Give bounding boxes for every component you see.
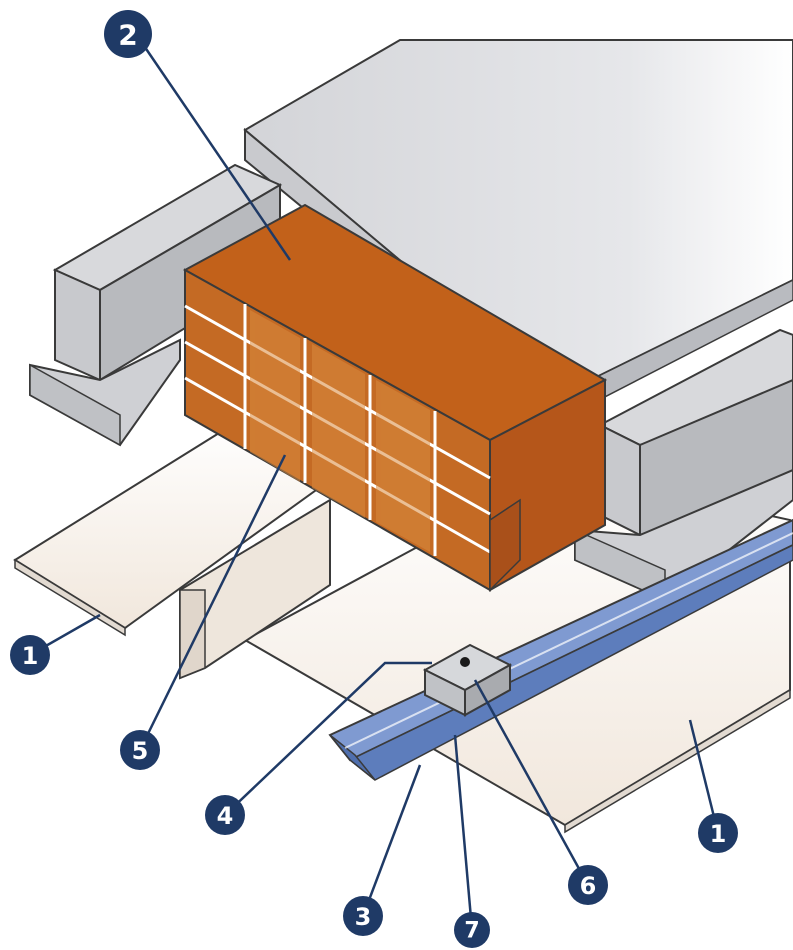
svg-text:3: 3 <box>355 903 372 931</box>
leader-lines <box>29 36 720 931</box>
svg-text:1: 1 <box>22 642 39 670</box>
svg-text:7: 7 <box>464 919 479 944</box>
svg-text:6: 6 <box>580 872 597 900</box>
callout-3: 3 <box>343 896 383 936</box>
callout-7: 7 <box>454 912 490 948</box>
clip-bracket <box>422 643 513 717</box>
callout-2: 2 <box>104 10 152 58</box>
callout-1-right: 1 <box>698 813 738 853</box>
svg-text:1: 1 <box>710 820 727 848</box>
clay-block <box>182 203 608 592</box>
clay-block-cell-shading <box>250 310 430 552</box>
clip-screw-icon <box>460 657 470 667</box>
svg-text:4: 4 <box>217 802 234 830</box>
svg-text:5: 5 <box>132 737 149 765</box>
callout-5: 5 <box>120 730 160 770</box>
callout-6: 6 <box>568 865 608 905</box>
svg-text:2: 2 <box>118 19 137 52</box>
callout-4: 4 <box>205 795 245 835</box>
callout-1-left: 1 <box>10 635 50 675</box>
